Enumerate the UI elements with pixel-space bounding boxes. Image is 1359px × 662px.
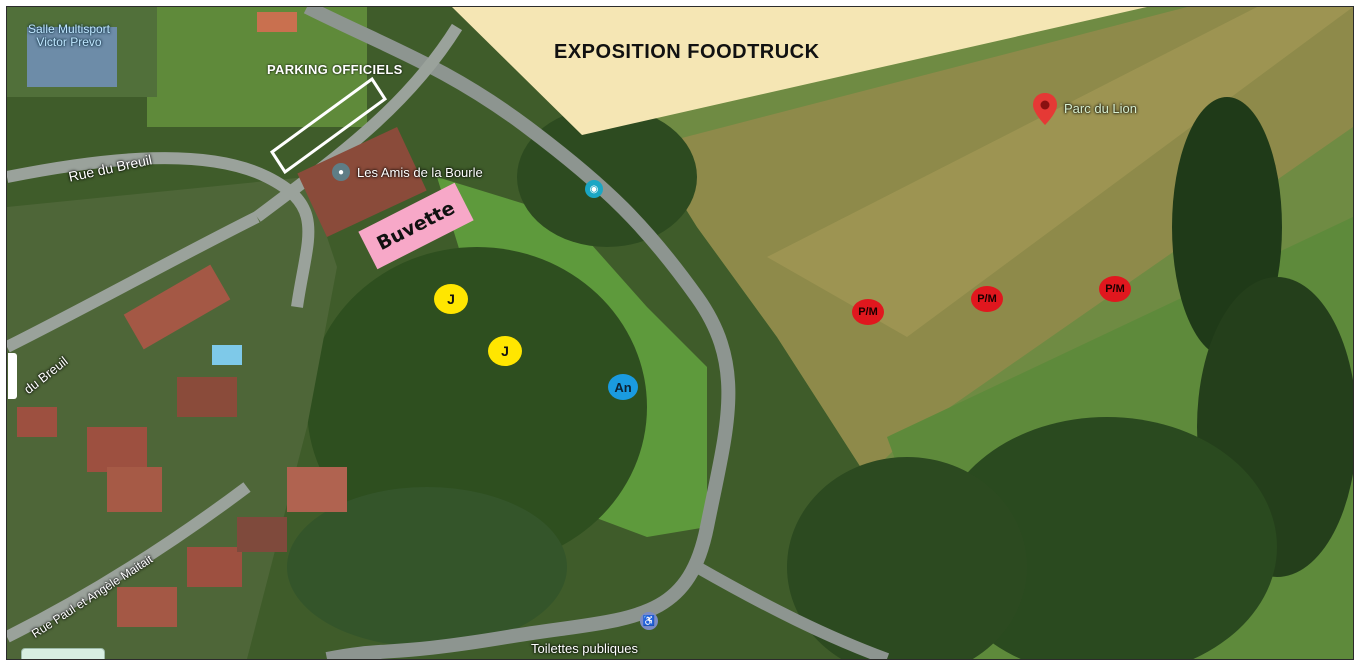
woods [517, 107, 697, 247]
building [287, 467, 347, 512]
place-label-line: Victor Prevo [36, 35, 102, 49]
marker-j[interactable]: J [488, 336, 522, 366]
side-panel-tab[interactable] [8, 353, 17, 399]
map-pin-icon[interactable] [1033, 93, 1057, 125]
field-mown-strip [767, 7, 1353, 337]
place-salle-multisport[interactable]: Salle Multisport Victor Prevo [11, 23, 127, 49]
building [17, 407, 57, 437]
marker-pm[interactable]: P/M [1099, 276, 1131, 302]
building [257, 12, 297, 32]
swimming-pool [212, 345, 242, 365]
building [237, 517, 287, 552]
building [117, 587, 177, 627]
exposition-foodtruck-area[interactable] [452, 7, 1147, 135]
road [694, 561, 890, 659]
road-du-breuil [7, 211, 260, 353]
place-les-amis-de-la-bourle[interactable]: Les Amis de la Bourle [357, 165, 483, 180]
building [107, 467, 162, 512]
building [177, 377, 237, 417]
place-icon[interactable]: ● [332, 163, 350, 181]
restroom-icon[interactable]: ♿ [640, 612, 658, 630]
map-layer-toggle[interactable] [21, 648, 105, 659]
park-road [303, 7, 736, 659]
place-label-line: Salle Multisport [27, 22, 111, 36]
building-salle-multisport [27, 27, 117, 87]
tree-cluster [937, 417, 1277, 659]
place-toilettes-publiques[interactable]: Toilettes publiques [531, 641, 638, 656]
parking-officiels-outline[interactable] [269, 76, 388, 175]
marker-j[interactable]: J [434, 284, 468, 314]
building [187, 547, 242, 587]
marker-pm[interactable]: P/M [852, 299, 884, 325]
woods [307, 247, 647, 567]
marker-an[interactable]: An [608, 374, 638, 400]
map-frame[interactable]: EXPOSITION FOODTRUCK PARKING OFFICIELS S… [6, 6, 1354, 660]
building [87, 427, 147, 472]
road-rue-du-breuil [7, 152, 315, 308]
camera-icon[interactable]: ◉ [585, 180, 603, 198]
road [253, 23, 463, 222]
building [297, 127, 427, 237]
building [123, 264, 231, 350]
woods [287, 487, 567, 647]
tree-cluster [787, 457, 1027, 659]
road-rue-paul-angele [7, 482, 251, 643]
place-parc-du-lion[interactable]: Parc du Lion [1064, 101, 1137, 116]
satellite-map[interactable] [7, 7, 1353, 659]
marker-pm[interactable]: P/M [971, 286, 1003, 312]
exposition-foodtruck-label: EXPOSITION FOODTRUCK [554, 41, 820, 63]
parking-officiels-label: PARKING OFFICIELS [267, 62, 403, 77]
